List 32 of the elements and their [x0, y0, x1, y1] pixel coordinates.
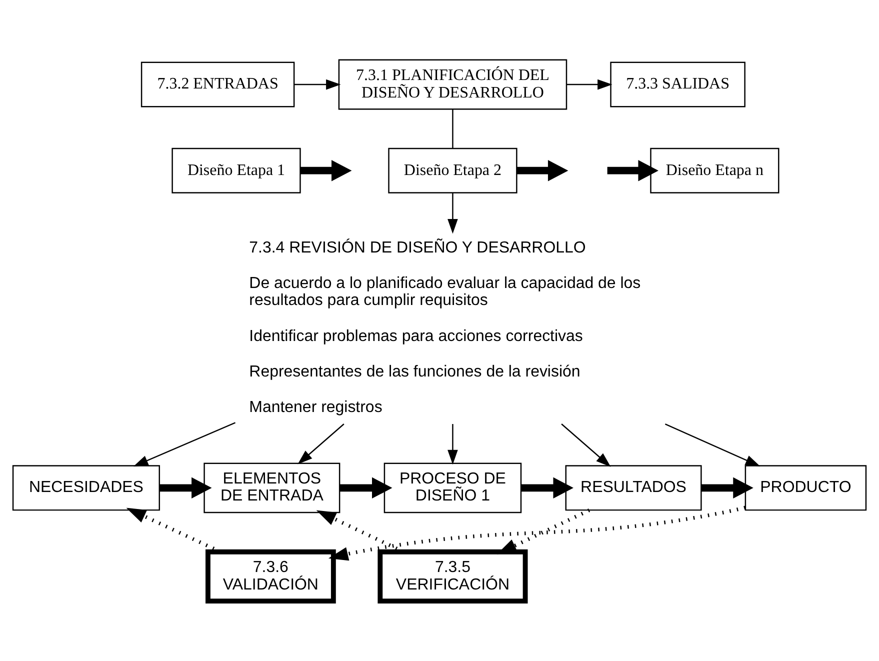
- node-box: Diseño Etapa 1: [172, 148, 301, 194]
- node-box: 7.3.2 ENTRADAS: [140, 62, 295, 108]
- node-box: NECESIDADES: [12, 465, 160, 511]
- arrow: [300, 160, 352, 182]
- arrow: [607, 160, 658, 182]
- node-box: 7.3.3 SALIDAS: [610, 62, 746, 108]
- node-box: 7.3.1 PLANIFICACIÓN DEL DISEÑO Y DESARROLLO: [338, 59, 568, 110]
- arrow: [448, 424, 458, 465]
- node-box: PROCESO DE DISEÑO 1: [384, 462, 522, 514]
- arrow: [298, 424, 344, 464]
- node-box: RESULTADOS: [565, 465, 702, 511]
- node-text: 7.3.4 REVISIÓN DE DISEÑO Y DESARROLLO De acuerdo a lo planificado evaluar la capacidad de los resultados para cumplir requisitos Identificar problemas para acciones correctivas Representantes de las funciones de la revisión Mantener registros: [249, 239, 641, 416]
- connector: [452, 109, 454, 148]
- node-box: Diseño Etapa n: [650, 148, 780, 194]
- arrow: [133, 422, 236, 466]
- node-box: Diseño Etapa 2: [388, 148, 518, 194]
- arrow: [664, 423, 760, 466]
- arrow: [516, 160, 568, 182]
- node-box: 7.3.5 VERIFICACIÓN: [378, 549, 528, 604]
- arrow: [340, 477, 392, 499]
- node-box: 7.3.6 VALIDACIÓN: [206, 549, 336, 604]
- arrow: [561, 424, 611, 467]
- arrow: [328, 506, 746, 561]
- arrow: [448, 193, 458, 234]
- arrow: [521, 477, 574, 499]
- arrow: [701, 477, 754, 499]
- arrow: [566, 79, 612, 90]
- node-box: PRODUCTO: [744, 465, 867, 511]
- arrow: [159, 477, 212, 499]
- arrow: [294, 79, 341, 90]
- arrow: [496, 508, 590, 554]
- node-box: ELEMENTOS DE ENTRADA: [204, 462, 340, 514]
